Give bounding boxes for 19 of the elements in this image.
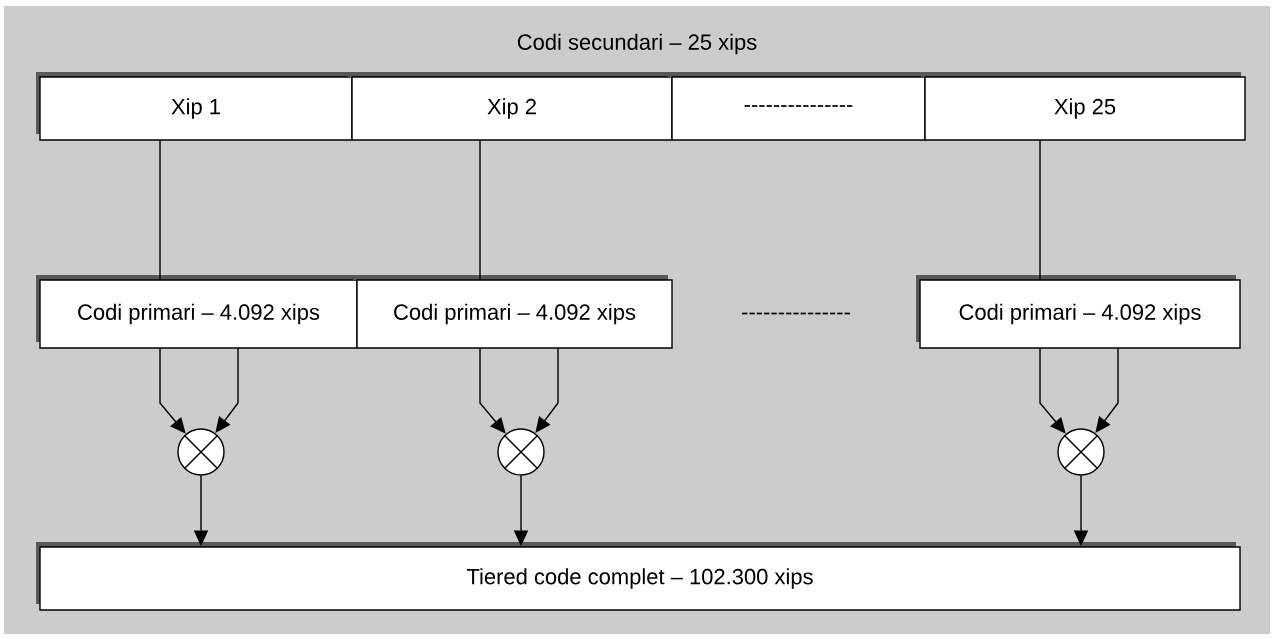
arrow xyxy=(479,347,506,434)
cell-box: Xip 1 xyxy=(36,72,353,141)
arrow xyxy=(1039,347,1066,434)
connector-line xyxy=(1039,139,1041,281)
cell-box: --------------- xyxy=(668,72,926,141)
process-box: Codi primari – 4.092 xips xyxy=(916,275,1241,349)
multiplier-symbol xyxy=(177,428,225,476)
ellipsis-label: --------------- xyxy=(742,312,850,315)
arrow xyxy=(159,347,186,434)
title: Codi secundari – 25 xips xyxy=(517,33,757,55)
multiplier-symbol xyxy=(497,428,545,476)
process-box: Codi primari – 4.092 xips xyxy=(36,275,358,349)
connector-line xyxy=(159,139,161,281)
cell-box: Xip 2 xyxy=(348,72,673,141)
cell-box: Xip 25 xyxy=(921,72,1246,141)
connector-line xyxy=(479,139,481,281)
process-box: Tiered code complet – 102.300 xips xyxy=(36,542,1241,611)
multiplier-symbol xyxy=(1057,428,1105,476)
process-box: Codi primari – 4.092 xips xyxy=(353,275,673,349)
